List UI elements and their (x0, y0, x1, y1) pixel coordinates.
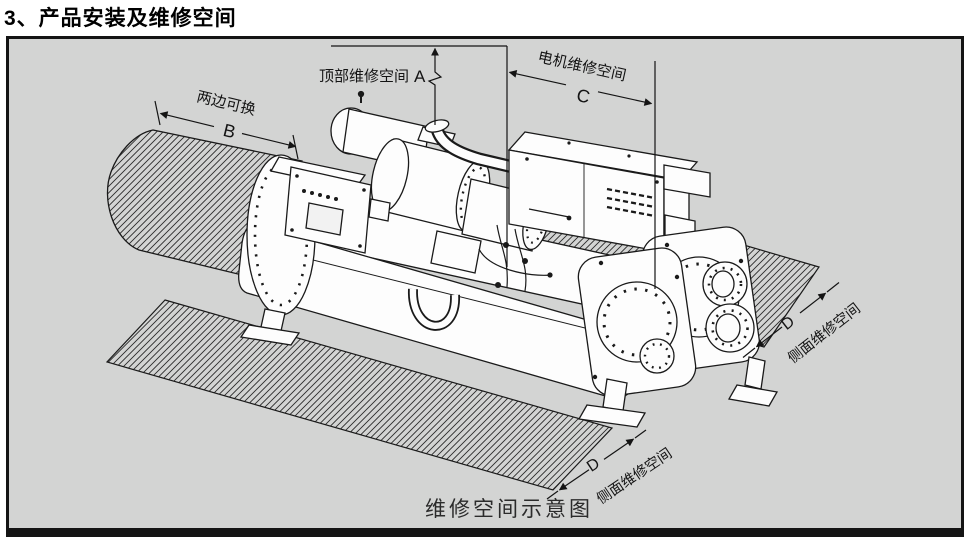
bearing-pedestal (430, 230, 482, 274)
top-clearance-label: 顶部维修空间 (319, 68, 409, 85)
dimension-c (506, 46, 656, 289)
oil-piping (478, 208, 572, 292)
figure-caption: 维修空间示意图 (425, 497, 593, 521)
side-clearance-right-label: 侧面维修空间 (785, 300, 864, 367)
suction-pipe (424, 119, 515, 174)
starter-cabinet (507, 131, 711, 253)
drain-pipe (407, 288, 461, 331)
maintenance-space-diagram: 顶部维修空间 A 电机维修空间 C 两边可换 B (105, 45, 864, 521)
front-floor-strip (105, 299, 614, 491)
motor-clearance-label: 电机维修空间 (536, 49, 628, 85)
tube-pull-label: 两边可换 (195, 88, 257, 119)
dimension-d-front (546, 429, 647, 500)
dim-letter-a: A (414, 67, 426, 86)
section-title: 3、产品安装及维修空间 (4, 7, 237, 30)
side-clearance-front-label: 侧面维修空间 (594, 445, 676, 508)
water-nozzles (702, 261, 755, 353)
dim-letter-c: C (575, 85, 592, 107)
diagram-frame: 顶部维修空间 A 电机维修空间 C 两边可换 B (6, 36, 964, 537)
chiller-illustration (238, 90, 779, 428)
dimension-d-right (742, 282, 840, 358)
dimension-b (154, 100, 299, 160)
dimension-a (331, 45, 507, 125)
dim-letter-d-front: D (584, 455, 603, 476)
right-end-plates (577, 226, 779, 428)
dim-letter-b: B (221, 120, 237, 142)
control-panel (269, 156, 391, 254)
